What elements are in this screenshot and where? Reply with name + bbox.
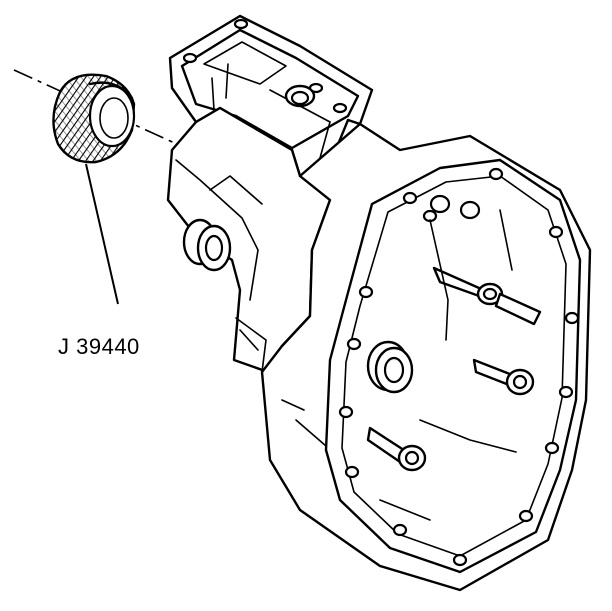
transmission-case <box>166 14 592 592</box>
tool-callout-label: J 39440 <box>58 334 140 359</box>
callout-leader-line <box>85 163 119 305</box>
seal-installer-tool <box>52 73 136 164</box>
